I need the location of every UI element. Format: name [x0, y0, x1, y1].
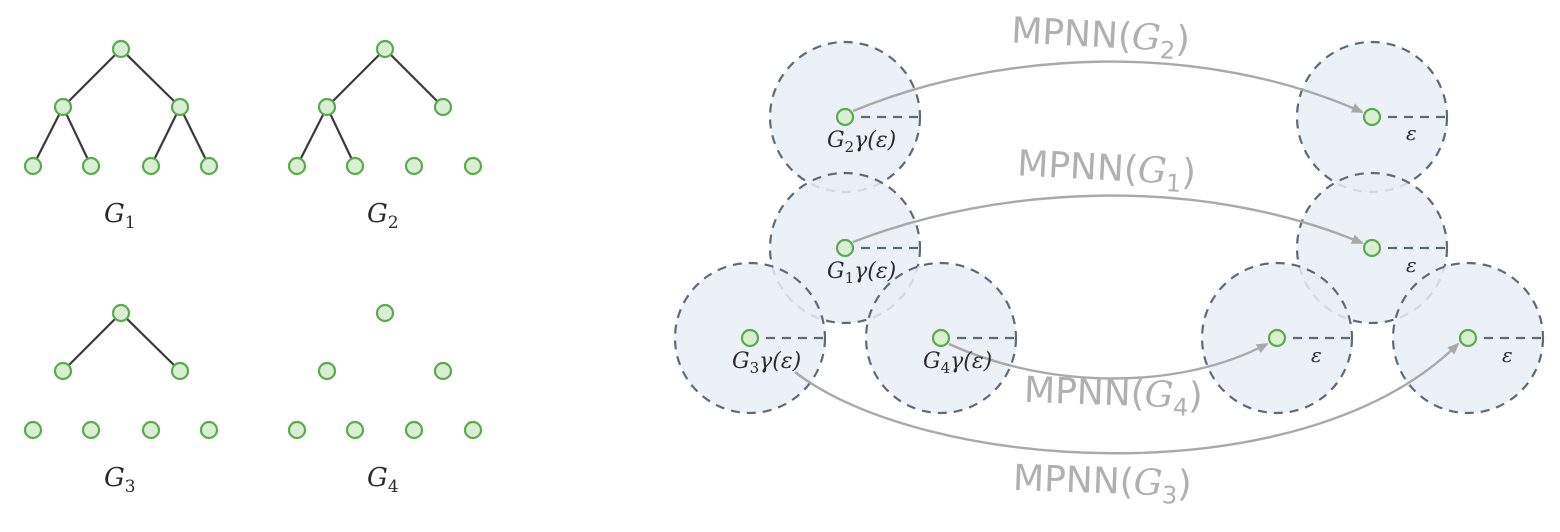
- source-label-g1: G1γ(ε): [827, 259, 896, 287]
- tree-node: [141, 420, 161, 440]
- tree-edge: [326, 106, 356, 167]
- tree-node: [111, 303, 131, 323]
- source-node-g2: [835, 107, 855, 127]
- source-label-g3: G3γ(ε): [732, 349, 801, 377]
- mpnn-arrow-g3: [794, 342, 1460, 455]
- tree-edge: [179, 106, 210, 167]
- source-node-g4: [931, 328, 951, 348]
- target-node-g2: [1362, 107, 1382, 127]
- tree-node: [287, 156, 307, 176]
- target-label-epsilon: ε: [1406, 121, 1417, 145]
- tree-node: [317, 361, 337, 381]
- tree-edge: [296, 106, 328, 167]
- tree-node: [111, 39, 131, 59]
- tree-node: [433, 361, 453, 381]
- tree-node: [141, 156, 161, 176]
- mpnn-label-g4: MPNN(G4): [1023, 370, 1203, 422]
- tree-edge: [62, 48, 122, 108]
- tree-node: [199, 420, 219, 440]
- tree-node: [199, 156, 219, 176]
- tree-node: [81, 420, 101, 440]
- tree-node: [53, 361, 73, 381]
- tree-g4: G4: [287, 303, 483, 497]
- tree-node: [81, 156, 101, 176]
- tree-edge: [150, 106, 181, 167]
- tree-g3: G3: [23, 303, 219, 497]
- source-node-g3: [740, 328, 760, 348]
- tree-edge: [32, 106, 64, 167]
- tree-edge: [384, 48, 444, 108]
- tree-edge: [120, 48, 181, 108]
- graph-label-g4: G4: [367, 463, 399, 497]
- mpnn-label-g3: MPNN(G3): [1012, 458, 1192, 510]
- mpnn-arrow-g1: [852, 194, 1364, 245]
- tree-edge: [120, 312, 181, 372]
- tree-edge: [62, 106, 92, 167]
- source-label-g2: G2γ(ε): [827, 128, 896, 156]
- target-label-epsilon: ε: [1311, 343, 1322, 367]
- tree-node: [345, 156, 365, 176]
- mpnn-label-g2: MPNN(G2): [1010, 10, 1191, 65]
- mpnn-arrow-g2: [852, 60, 1364, 114]
- tree-node: [317, 97, 337, 117]
- tree-node: [287, 420, 307, 440]
- mpnn-arrow-g4: [948, 342, 1269, 380]
- tree-g1: G1: [23, 39, 219, 233]
- tree-edge: [326, 48, 386, 108]
- tree-node: [404, 420, 424, 440]
- tree-g2: G2: [287, 39, 483, 233]
- source-label-g4: G4γ(ε): [923, 349, 992, 377]
- tree-node: [170, 97, 190, 117]
- tree-node: [345, 420, 365, 440]
- graph-label-g2: G2: [367, 199, 399, 233]
- target-label-epsilon: ε: [1406, 253, 1417, 277]
- tree-node: [463, 420, 483, 440]
- mpnn-label-g1: MPNN(G1): [1016, 143, 1197, 198]
- tree-edge: [62, 312, 122, 372]
- graph-label-g3: G3: [104, 463, 136, 497]
- target-label-epsilon: ε: [1502, 343, 1513, 367]
- tree-node: [404, 156, 424, 176]
- tree-node: [463, 156, 483, 176]
- tree-node: [170, 361, 190, 381]
- target-node-g3: [1458, 328, 1478, 348]
- tree-node: [23, 156, 43, 176]
- target-node-g4: [1267, 328, 1287, 348]
- tree-node: [433, 97, 453, 117]
- embedding-space: G2γ(ε) G1γ(ε) G3γ(ε) G4γ(ε) ε ε ε ε MPNN…: [673, 10, 1545, 510]
- graph-label-g1: G1: [104, 199, 136, 233]
- tree-node: [375, 39, 395, 59]
- tree-node: [53, 97, 73, 117]
- tree-node: [375, 303, 395, 323]
- tree-node: [23, 420, 43, 440]
- target-node-g1: [1362, 238, 1382, 258]
- source-node-g1: [835, 238, 855, 258]
